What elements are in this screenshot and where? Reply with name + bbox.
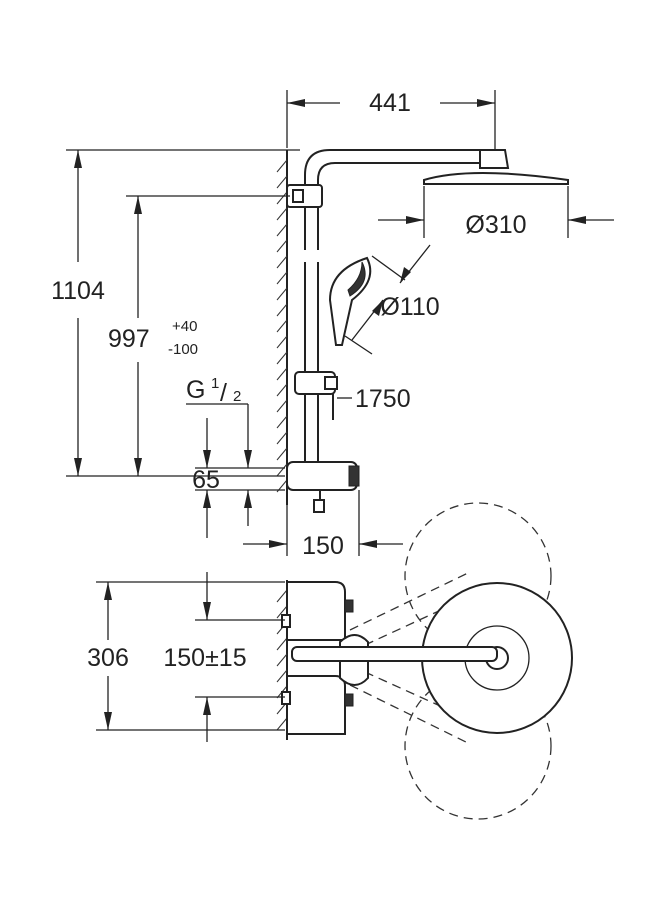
dim-outlet-height: 997 +40 -100 [108,195,290,476]
label-thread-den: 2 [233,388,241,405]
dim-hose-length: 1750 [337,385,411,413]
dim-width: 306 [87,581,285,731]
head-shower-side [423,149,569,185]
label-outlet-tolerance-minus: -100 [168,341,198,358]
wall-top-view [276,580,288,740]
dim-thread: G 1 / 2 [186,375,252,468]
dim-center-distance: 150±15 [163,572,285,742]
label-connection-height: 65 [192,466,220,494]
shower-column [286,149,486,513]
dim-arm-length: 441 [286,89,496,150]
label-head-diameter: Ø310 [465,211,526,239]
label-thread-num: 1 [211,375,219,392]
label-outlet-height: 997 [108,325,150,353]
label-outlet-tolerance-plus: +40 [172,318,197,335]
dim-connection-height: 65 [192,418,285,538]
dim-wall-depth: 150 [243,490,403,560]
label-center-distance: 150±15 [163,644,246,672]
label-arm-length: 441 [369,89,411,117]
label-hand-shower-diameter: Ø110 [380,293,439,321]
label-wall-depth: 150 [302,532,344,560]
label-thread-prefix: G [186,376,205,404]
wall-side-view [276,150,288,505]
dim-head-diameter: Ø310 [378,186,614,239]
label-width: 306 [87,644,129,672]
dim-total-height: 1104 [51,149,300,477]
dim-hand-shower-diameter: Ø110 [344,244,440,355]
label-hose-length: 1750 [355,385,411,413]
label-total-height: 1104 [51,277,105,305]
label-thread-slash: / [220,379,227,407]
head-shower-top-view [291,582,573,734]
hand-shower [328,256,372,346]
